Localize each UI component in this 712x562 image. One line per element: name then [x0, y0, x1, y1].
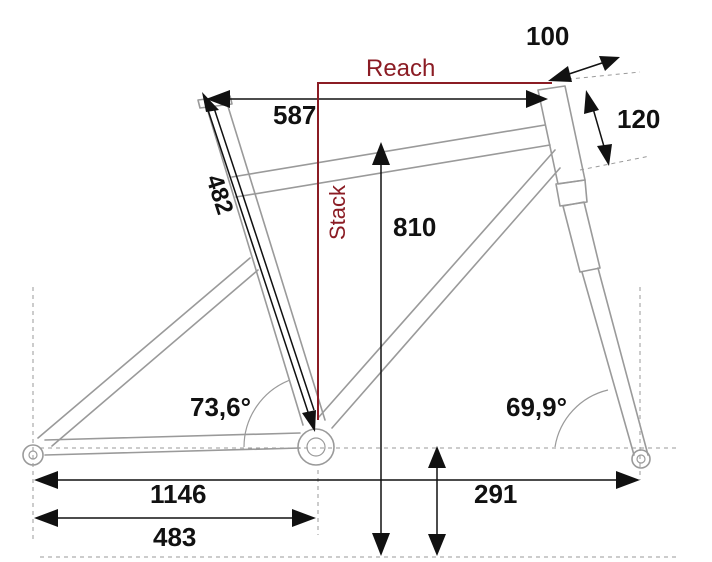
rear-dropout — [22, 444, 44, 466]
bike-frame — [22, 85, 651, 469]
seat-tube-value: 482 — [200, 172, 238, 218]
front-dropout — [631, 449, 651, 469]
chainstay-value: 483 — [153, 522, 196, 552]
reach-stack-construction — [317, 82, 552, 420]
angle-arcs — [243, 379, 609, 448]
bb-drop-dimension — [428, 446, 446, 556]
stem-dimension — [548, 56, 620, 82]
head-tube-value: 120 — [617, 104, 660, 134]
head-tube-dimension — [584, 90, 612, 166]
chainstay-dimension — [34, 509, 316, 527]
reach-label: Reach — [366, 55, 435, 82]
stack-dimension — [372, 142, 390, 556]
wheelbase-value: 1146 — [150, 479, 206, 509]
seat-tube-dimension — [202, 92, 316, 432]
head-angle-value: 69,9° — [506, 392, 567, 422]
seat-angle-value: 73,6° — [190, 392, 251, 422]
reach-value: 587 — [273, 100, 316, 130]
bb-drop-value: 291 — [474, 479, 517, 509]
stem-length-value: 100 — [526, 21, 569, 51]
reach-dimension — [206, 90, 548, 108]
guide-lines — [32, 71, 680, 558]
stack-label: Stack — [325, 184, 350, 240]
stack-value: 810 — [393, 212, 436, 242]
wheelbase-dimension — [34, 471, 640, 489]
bottom-bracket — [297, 428, 335, 466]
